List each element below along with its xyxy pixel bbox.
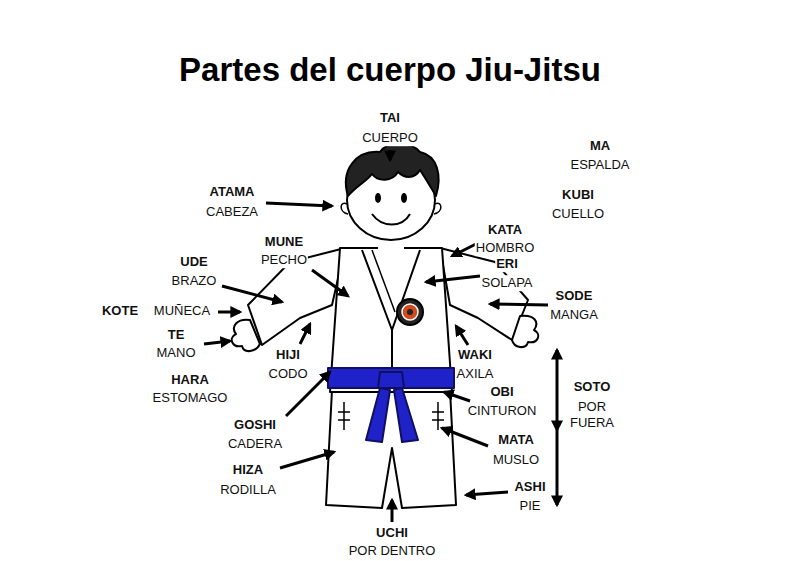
leader-arrow bbox=[222, 286, 282, 302]
spanish-term: MANGA bbox=[549, 307, 599, 323]
stitching bbox=[338, 402, 444, 430]
leader-arrow bbox=[280, 452, 334, 468]
smile bbox=[372, 214, 410, 225]
spanish-term: MUÑECA bbox=[153, 303, 211, 319]
spanish-term: CODO bbox=[268, 366, 309, 382]
title: Partes del cuerpo Jiu-Jitsu bbox=[179, 51, 601, 89]
japanese-term: KATA bbox=[487, 222, 523, 238]
japanese-term: SOTO bbox=[573, 379, 612, 395]
leader-arrow bbox=[389, 150, 392, 160]
lapel bbox=[362, 250, 392, 376]
leader-arrows bbox=[204, 150, 557, 522]
japanese-term: UCHI bbox=[375, 525, 409, 541]
spanish-term: POR FUERA bbox=[566, 399, 618, 430]
japanese-term: SODE bbox=[555, 288, 594, 304]
japanese-term: KOTE bbox=[101, 303, 139, 319]
leader-arrow bbox=[444, 392, 470, 401]
emblem bbox=[407, 309, 413, 315]
emblem bbox=[402, 304, 418, 320]
japanese-term: MATA bbox=[497, 432, 535, 448]
spanish-term: PIE bbox=[519, 498, 542, 514]
spanish-term: CUELLO bbox=[551, 206, 605, 222]
lapel bbox=[392, 250, 420, 330]
japanese-term: ERI bbox=[495, 256, 519, 272]
spanish-term: ESTOMAGO bbox=[152, 390, 229, 406]
spanish-term: RODILLA bbox=[219, 482, 277, 498]
leader-arrow bbox=[218, 311, 240, 314]
left-hand bbox=[232, 320, 260, 351]
eye bbox=[401, 193, 407, 203]
spanish-term: MANO bbox=[156, 345, 197, 361]
japanese-term: UDE bbox=[179, 254, 208, 270]
right-sleeve bbox=[440, 248, 528, 340]
ear bbox=[341, 203, 441, 214]
hair bbox=[346, 144, 439, 196]
spanish-term: BRAZO bbox=[171, 273, 218, 289]
belt-end bbox=[394, 388, 418, 442]
leader-arrow bbox=[490, 304, 548, 305]
spanish-term: AXILA bbox=[456, 366, 495, 382]
belt-end bbox=[366, 388, 390, 442]
leader-arrow bbox=[426, 276, 480, 282]
japanese-term: ATAMA bbox=[208, 184, 255, 200]
spanish-term: HOMBRO bbox=[475, 240, 536, 256]
spanish-term: CINTURON bbox=[467, 403, 538, 419]
japanese-term: GOSHI bbox=[233, 417, 277, 433]
outside-arrow bbox=[556, 350, 559, 430]
japanese-term: HARA bbox=[170, 372, 210, 388]
eye bbox=[375, 193, 381, 203]
japanese-term: WAKI bbox=[457, 347, 493, 363]
spanish-term: POR DENTRO bbox=[348, 543, 437, 559]
lapel bbox=[372, 250, 395, 312]
leader-arrow bbox=[391, 500, 394, 522]
spanish-term: SOLAPA bbox=[480, 275, 533, 291]
spanish-term: CADERA bbox=[227, 436, 283, 452]
japanese-term: ASHI bbox=[513, 479, 546, 495]
leader-arrow bbox=[300, 324, 310, 344]
leader-arrow bbox=[452, 244, 476, 256]
leader-arrow bbox=[266, 203, 332, 206]
japanese-term: HIZA bbox=[232, 462, 264, 478]
leader-arrow bbox=[442, 428, 488, 446]
spanish-term: MUSLO bbox=[492, 452, 540, 468]
spanish-term: CABEZA bbox=[205, 204, 259, 220]
belt bbox=[328, 368, 454, 388]
japanese-term: TAI bbox=[379, 110, 401, 126]
right-hand bbox=[512, 316, 538, 347]
pants bbox=[326, 390, 456, 508]
spanish-term: PECHO bbox=[260, 252, 308, 268]
leader-arrow bbox=[456, 326, 468, 345]
leader-arrow bbox=[204, 341, 230, 344]
japanese-term: TE bbox=[167, 327, 186, 343]
emblem bbox=[397, 299, 423, 325]
japanese-term: KUBI bbox=[561, 187, 595, 203]
japanese-term: MUNE bbox=[264, 234, 304, 250]
leader-arrow bbox=[312, 270, 348, 296]
belt-knot bbox=[378, 372, 404, 388]
japanese-term: OBI bbox=[489, 384, 514, 400]
spanish-term: CUERPO bbox=[361, 130, 419, 146]
japanese-term: HIJI bbox=[275, 347, 301, 363]
spanish-term: ESPALDA bbox=[569, 157, 630, 173]
japanese-term: MA bbox=[589, 138, 611, 154]
leader-arrow bbox=[466, 492, 508, 495]
outside-arrow bbox=[556, 430, 559, 505]
